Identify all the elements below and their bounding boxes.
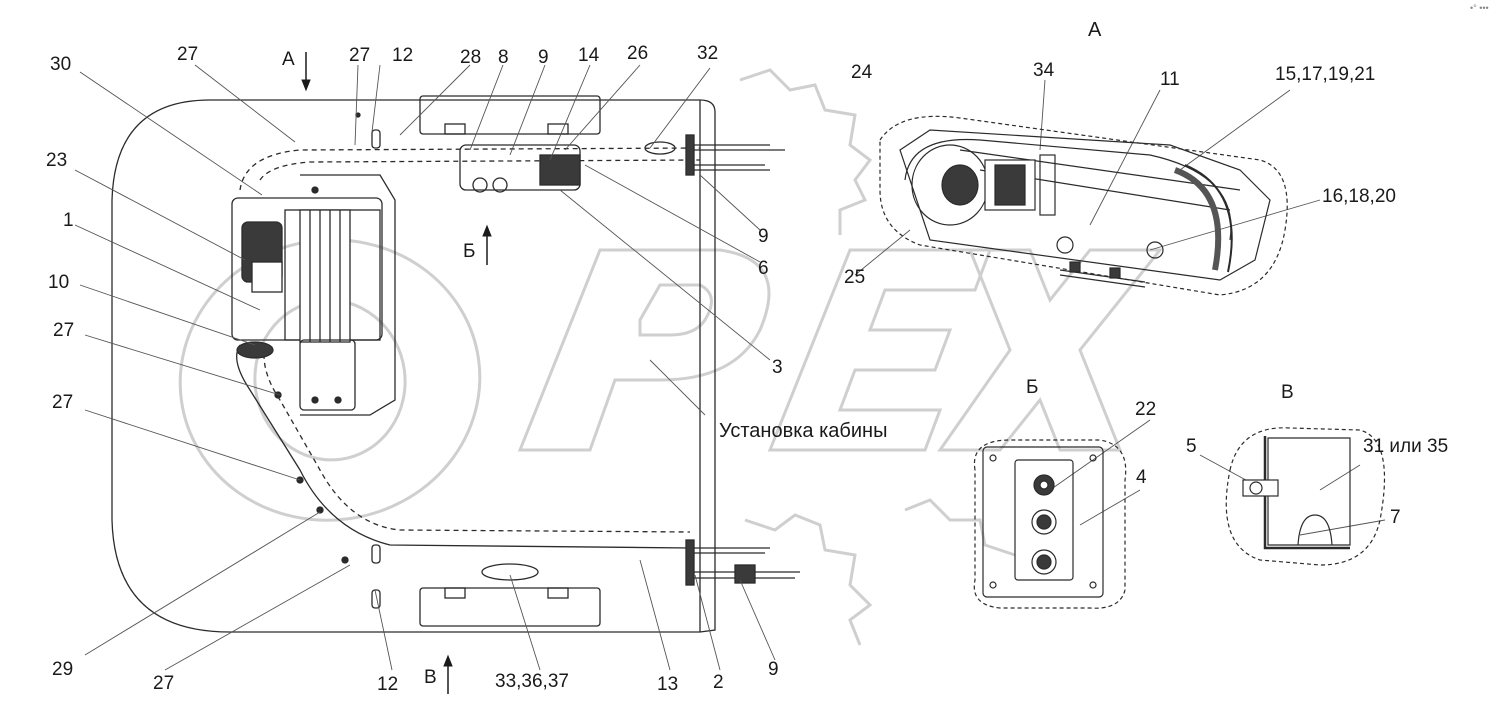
callout-6: 6 — [758, 258, 769, 279]
callout-16-18-20: 16,18,20 — [1322, 186, 1396, 207]
callout-11: 11 — [1160, 69, 1180, 90]
view-arrows — [301, 52, 492, 694]
view-v-detail — [1225, 427, 1386, 566]
callout-7: 7 — [1390, 507, 1401, 528]
view-b-panel — [973, 439, 1127, 609]
cab-plan — [111, 95, 800, 633]
callout-24: 24 — [851, 62, 873, 83]
view-v-arrow-label: В — [424, 667, 437, 688]
callout-30: 30 — [50, 54, 72, 75]
callout-14: 14 — [578, 45, 600, 66]
callout-32: 32 — [697, 43, 719, 64]
leader-lines — [74, 64, 1386, 671]
view-a-arrow-label: А — [282, 49, 295, 70]
callout-12: 12 — [392, 45, 414, 66]
callout-27: 27 — [153, 673, 175, 694]
callout-27: 27 — [177, 44, 199, 65]
callout-27: 27 — [52, 392, 74, 413]
callout-28: 28 — [460, 47, 482, 68]
callout-12: 12 — [377, 674, 399, 695]
callout-33-36-37: 33,36,37 — [495, 671, 569, 692]
callout-9: 9 — [538, 47, 549, 68]
callout-29: 29 — [52, 659, 74, 680]
callout-13: 13 — [657, 674, 679, 695]
corner-mark: •° ••• — [1470, 3, 1489, 13]
callout-2: 2 — [713, 672, 724, 693]
callout-3: 3 — [772, 357, 783, 378]
callout-1: 1 — [63, 210, 74, 231]
callout-9: 9 — [758, 226, 769, 247]
callout-10: 10 — [48, 272, 70, 293]
callout-5: 5 — [1186, 436, 1197, 457]
callout-8: 8 — [498, 47, 509, 68]
view-b-arrow-label: Б — [463, 241, 476, 262]
view-a-detail — [879, 115, 1288, 296]
callout-34: 34 — [1033, 60, 1055, 81]
callout-25: 25 — [844, 267, 866, 288]
view-b-title: Б — [1026, 377, 1039, 398]
caption: Установка кабины — [719, 420, 888, 442]
watermark — [178, 68, 1164, 646]
callout-22: 22 — [1135, 399, 1157, 420]
callout-4: 4 — [1136, 467, 1147, 488]
callout-27: 27 — [53, 320, 75, 341]
callout-31-or-35: 31 или 35 — [1363, 436, 1449, 457]
view-a-title: А — [1088, 19, 1102, 41]
callout-15-17-19-21: 15,17,19,21 — [1275, 64, 1376, 85]
view-v-title: В — [1281, 382, 1294, 403]
callout-23: 23 — [46, 150, 68, 171]
callout-9: 9 — [768, 659, 779, 680]
callout-27: 27 — [349, 45, 371, 66]
callout-26: 26 — [627, 43, 649, 64]
